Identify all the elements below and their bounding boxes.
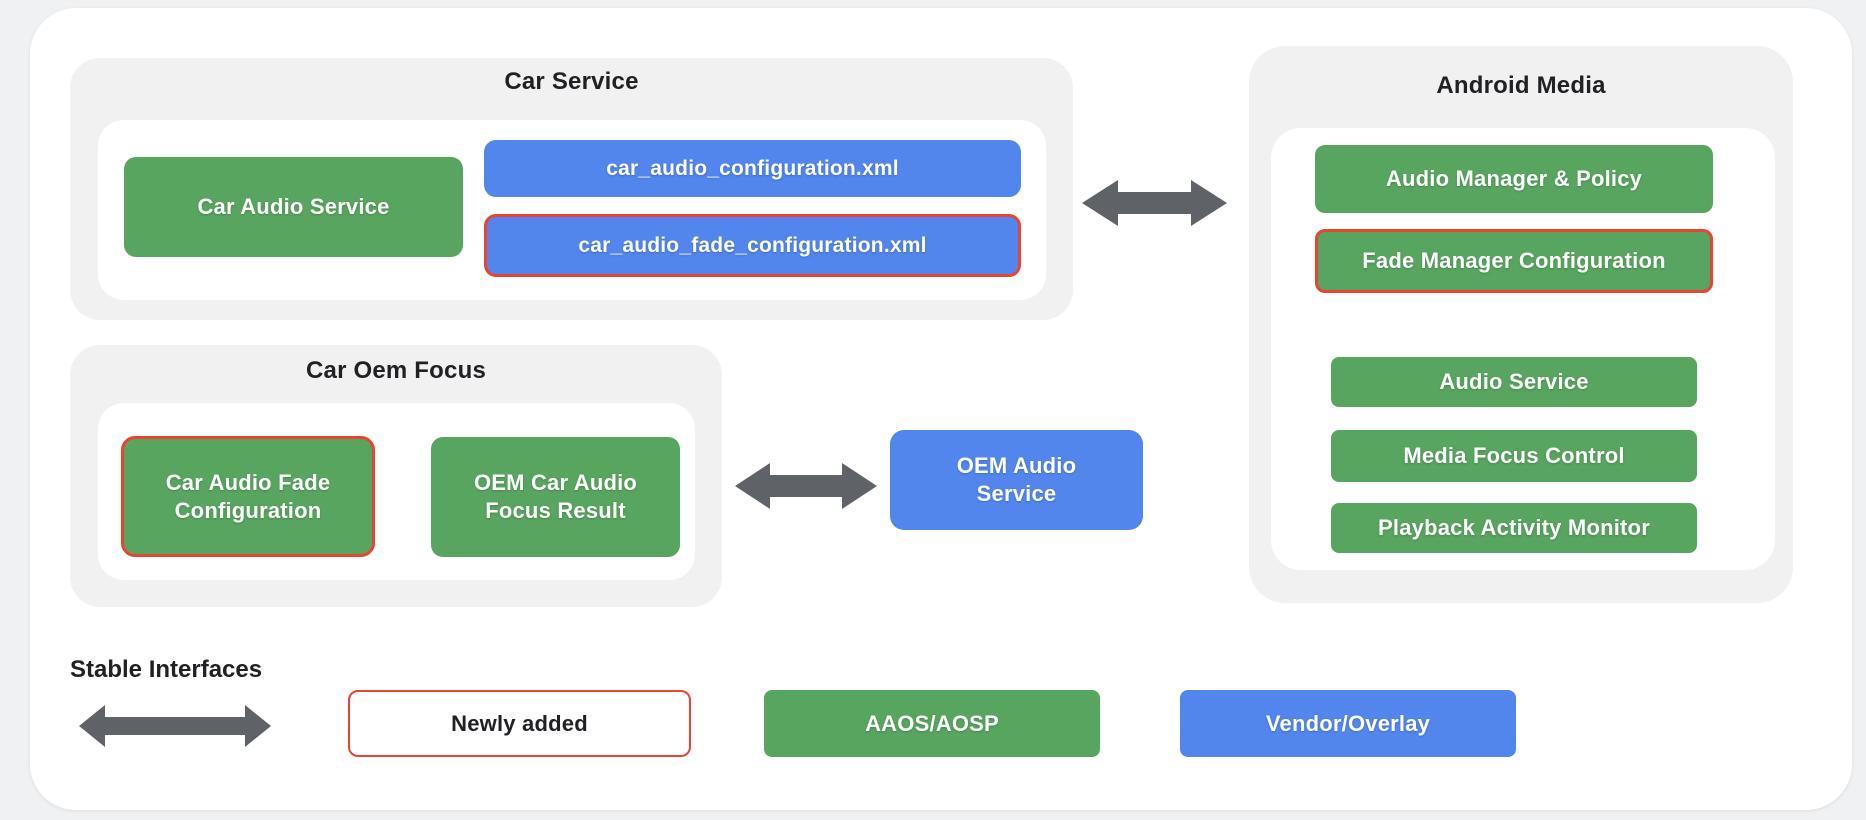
car-service-group-title: Car Service <box>504 68 639 95</box>
playback-activity-monitor-box: Playback Activity Monitor <box>1331 503 1697 553</box>
double-arrow-icon <box>1082 179 1227 227</box>
double-arrow-icon <box>735 462 877 510</box>
android-media-group-title: Android Media <box>1436 72 1606 99</box>
car-audio-fade-configuration-box: Car Audio Fade Configuration <box>121 436 375 557</box>
car-audio-configuration-xml-box: car_audio_configuration.xml <box>484 140 1021 197</box>
stable-interfaces-arrow-icon <box>79 704 271 748</box>
legend-aaos-aosp: AAOS/AOSP <box>764 690 1100 757</box>
stable-interfaces-label: Stable Interfaces <box>70 656 263 683</box>
car-oem-focus-group-title: Car Oem Focus <box>306 357 486 384</box>
oem-audio-service-box: OEM Audio Service <box>890 430 1143 530</box>
car-audio-service-box: Car Audio Service <box>124 157 463 257</box>
audio-service-box: Audio Service <box>1331 357 1697 407</box>
legend-vendor-overlay: Vendor/Overlay <box>1180 690 1516 757</box>
media-focus-control-box: Media Focus Control <box>1331 430 1697 482</box>
fade-manager-configuration-box: Fade Manager Configuration <box>1315 229 1713 293</box>
legend-newly-added: Newly added <box>348 690 691 757</box>
car-audio-fade-configuration-xml-box: car_audio_fade_configuration.xml <box>484 214 1021 277</box>
audio-manager-policy-box: Audio Manager & Policy <box>1315 145 1713 213</box>
oem-car-audio-focus-result-box: OEM Car Audio Focus Result <box>431 437 680 557</box>
